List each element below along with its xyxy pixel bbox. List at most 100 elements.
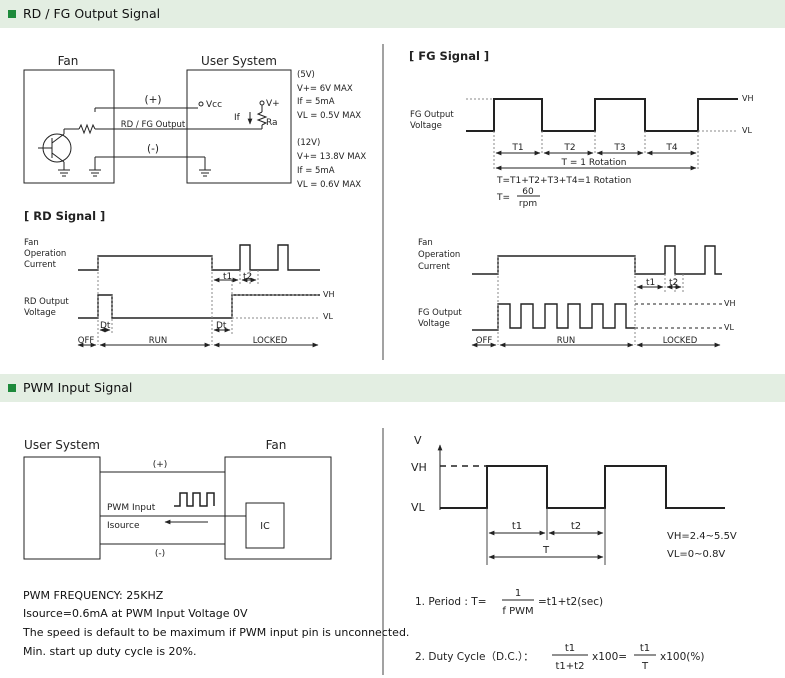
user-system-label: User System: [201, 54, 277, 68]
vh-label: VH: [323, 290, 335, 299]
vl-label: VL: [411, 501, 426, 514]
locked-label: LOCKED: [253, 336, 288, 346]
user-system-box: [23, 456, 101, 560]
voltage-label: RD Output: [24, 297, 69, 307]
rotation-equation: T=T1+T2+T3+T4=1 Rotation: [496, 176, 631, 186]
plus-label: (+): [153, 460, 168, 470]
signal-label: RD / FG Output: [121, 120, 186, 130]
spec-12v-line: V+= 13.8V MAX: [297, 152, 366, 162]
vh-label: VH: [411, 461, 427, 474]
spec-12v-line: VL = 0.6V MAX: [297, 180, 361, 190]
voltage-label: FG Output: [410, 110, 454, 120]
duty-prefix: 2. Duty Cycle（D.C.）：: [415, 651, 534, 663]
duty-mid: x100=: [592, 651, 627, 663]
rotation-label: T = 1 Rotation: [561, 158, 627, 168]
spec-12v-line: (12V): [297, 138, 320, 148]
current-label: Current: [24, 260, 57, 270]
voltage-label: Voltage: [418, 319, 450, 329]
voltage-label: Voltage: [24, 308, 56, 318]
pwm-input-label: PWM Input: [107, 503, 156, 513]
t1-label: t1: [512, 521, 522, 532]
ic-label: IC: [260, 521, 270, 532]
pwm-note: Isource=0.6mA at PWM Input Voltage 0V: [23, 607, 248, 620]
rd-signal-labels: [ RD Signal ] Fan Operation Current RD O…: [24, 209, 335, 346]
section-marker-icon: [8, 10, 16, 18]
rdfg-circuit: [23, 69, 292, 184]
pwm-note: The speed is default to be maximum if PW…: [23, 626, 410, 639]
pwm-wave-labels: V VH VL t1 t2 T VH=2.4~5.5V VL=0~0.8V: [411, 434, 737, 560]
spec-5v-line: If = 5mA: [297, 97, 335, 107]
ic-box: [245, 502, 285, 549]
spec-12v-line: If = 5mA: [297, 166, 335, 176]
section-marker-icon: [8, 384, 16, 392]
formula-den: rpm: [519, 199, 537, 209]
vh-range: VH=2.4~5.5V: [667, 531, 737, 542]
fan-box: [224, 456, 332, 560]
fan-label: Fan: [266, 438, 287, 452]
spec-5v-line: VL = 0.5V MAX: [297, 111, 361, 121]
user-system-label: User System: [24, 438, 100, 452]
current-label: Current: [418, 262, 451, 272]
run-label: RUN: [149, 336, 168, 346]
voltage-label: Voltage: [410, 121, 442, 131]
plus-label: (+): [145, 94, 162, 106]
formula-fraction-bars: [502, 599, 656, 656]
dt-label: Dt: [100, 321, 111, 331]
isource-label: Isource: [107, 521, 140, 531]
rd-signal-waveform: [77, 244, 320, 348]
fg-signal-labels: [ FG Signal ] FG Output Voltage VH VL T1…: [409, 49, 754, 346]
fg-locked-waveform: [471, 245, 722, 348]
duty-suffix: x100(%): [660, 651, 704, 663]
vl-label: VL: [742, 126, 752, 135]
ra-label: Ra: [266, 118, 278, 128]
pwm-formula-labels: 1. Period : T= 1 f PWM =t1+t2(sec) 2. Du…: [415, 588, 704, 672]
section-title: PWM Input Signal: [23, 380, 133, 395]
period-suffix: =t1+t2(sec): [538, 596, 603, 608]
period-den: f PWM: [502, 606, 533, 617]
off-label: OFF: [78, 336, 95, 346]
duty-num: t1: [565, 643, 575, 654]
voltage-label: FG Output: [418, 308, 462, 318]
current-label: Fan: [24, 238, 39, 248]
vh-label: VH: [742, 94, 754, 103]
period-T-label: T: [542, 545, 550, 556]
rd-signal-title: [ RD Signal ]: [24, 209, 105, 223]
current-label: Operation: [418, 250, 460, 260]
dt-label: Dt: [216, 321, 227, 331]
vl-label: VL: [724, 323, 734, 332]
vl-label: VL: [323, 312, 333, 321]
duty-num: t1: [640, 643, 650, 654]
t2-label: t2: [243, 272, 252, 282]
vcc-label: Vcc: [206, 100, 222, 110]
user-system-box: [186, 69, 292, 184]
current-label: Operation: [24, 249, 66, 259]
if-label: If: [234, 113, 241, 123]
t1-label: t1: [223, 272, 232, 282]
pwm-waveform: [437, 444, 725, 565]
period-label: T2: [563, 143, 575, 153]
off-label: OFF: [476, 336, 493, 346]
vh-label: VH: [724, 299, 736, 308]
vplus-label: V+: [266, 99, 280, 109]
vl-range: VL=0~0.8V: [667, 549, 725, 560]
t2-label: t2: [669, 278, 678, 288]
t2-label: t2: [571, 521, 581, 532]
fan-label: Fan: [58, 54, 79, 68]
section-header-pwm: PWM Input Signal: [0, 374, 785, 402]
period-prefix: 1. Period : T=: [415, 596, 487, 608]
period-label: T4: [665, 143, 677, 153]
pwm-circuit: [23, 456, 332, 560]
period-label: T3: [613, 143, 625, 153]
duty-den: t1+t2: [556, 661, 585, 672]
run-label: RUN: [557, 336, 576, 346]
section-header-rdfg: RD / FG Output Signal: [0, 0, 785, 28]
t1-label: t1: [646, 278, 655, 288]
formula-num: 60: [522, 187, 534, 197]
circuit-labels: Fan User System (+) RD / FG Output (-) V…: [58, 54, 367, 190]
section-title: RD / FG Output Signal: [23, 6, 161, 21]
minus-label: (-): [155, 549, 165, 559]
fg-signal-title: [ FG Signal ]: [409, 49, 489, 63]
period-label: T1: [511, 143, 523, 153]
pwm-note: PWM FREQUENCY: 25KHZ: [23, 589, 164, 602]
